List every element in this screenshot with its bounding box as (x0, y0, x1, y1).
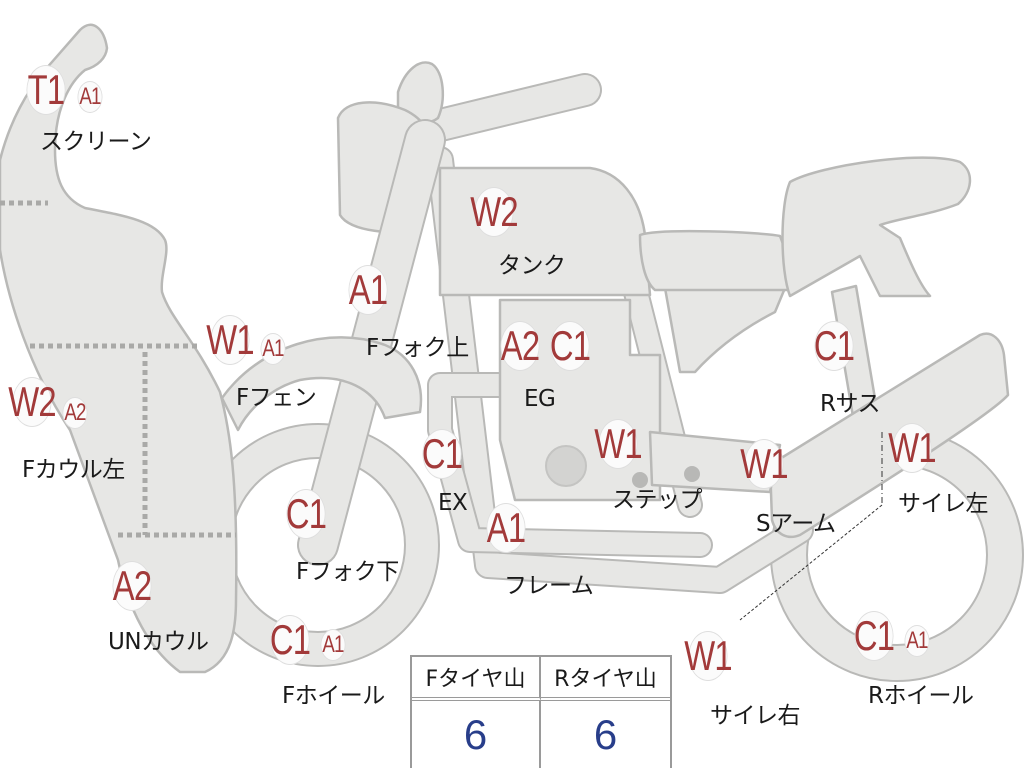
frame-label: フレーム (504, 573, 594, 599)
tail-cowl-shape (781, 156, 972, 298)
r-wheel-code-2: A1 (905, 626, 929, 656)
front-tire-header: Fタイヤ山 (412, 657, 541, 701)
swing-arm-code-1: W1 (740, 440, 789, 488)
frame-code-1: A1 (486, 504, 526, 552)
r-suspension-label: Rサス (820, 391, 881, 417)
side-cover-shape (663, 286, 787, 374)
r-wheel-label: Rホイール (868, 683, 974, 709)
silencer-left-code-1: W1 (888, 424, 937, 472)
screen-label: スクリーン (40, 129, 152, 155)
f-fender-code-2: A1 (261, 334, 285, 364)
f-cowl-left-code-2: A2 (63, 398, 87, 428)
under-cowl-code-1: A2 (112, 562, 152, 610)
r-wheel-code-1: C1 (853, 612, 895, 660)
screen-code-2: A1 (78, 82, 102, 112)
rear-tire-header: Rタイヤ山 (541, 657, 670, 701)
front-tire-value: 6 (412, 701, 541, 768)
engine-code-1: A2 (500, 322, 540, 370)
f-wheel-code-1: C1 (269, 616, 311, 664)
exhaust-code-1: C1 (421, 430, 463, 478)
f-fork-upper-label: Fフォク上 (366, 335, 469, 361)
under-cowl-label: UNカウル (108, 629, 209, 655)
r-suspension-code-1: C1 (813, 322, 855, 370)
exhaust-label: EX (438, 490, 468, 516)
screen-code-1: T1 (27, 66, 65, 114)
seat-shape (638, 229, 802, 292)
silencer-right-label: サイレ右 (710, 703, 801, 729)
f-wheel-code-2: A1 (321, 630, 345, 660)
fairing-shape (0, 23, 238, 674)
handlebar-shape (403, 73, 602, 147)
f-cowl-left-code-1: W2 (8, 378, 57, 426)
f-wheel-label: Fホイール (282, 683, 385, 709)
f-fender-label: Fフェン (236, 385, 317, 411)
f-fork-lower-code-1: C1 (285, 490, 327, 538)
step-code-1: W1 (594, 420, 643, 468)
tire-tread-table: Fタイヤ山 Rタイヤ山 6 6 (410, 655, 672, 768)
f-fork-lower-label: Fフォク下 (296, 559, 399, 585)
silencer-right-code-1: W1 (684, 632, 733, 680)
engine-label: EG (524, 386, 556, 412)
silencer-shape (768, 332, 1010, 539)
f-fork-upper-code-1: A1 (348, 266, 388, 314)
swing-arm-label: Sアーム (756, 511, 836, 537)
tank-label: タンク (498, 253, 566, 279)
f-fender-code-1: W1 (206, 316, 255, 364)
silencer-left-label: サイレ左 (898, 491, 989, 517)
f-cowl-left-label: Fカウル左 (22, 457, 125, 483)
rear-tire-value: 6 (593, 710, 618, 758)
step-label: ステップ (612, 487, 703, 513)
engine-code-2: C1 (549, 322, 591, 370)
tank-code-1: W2 (470, 188, 519, 236)
